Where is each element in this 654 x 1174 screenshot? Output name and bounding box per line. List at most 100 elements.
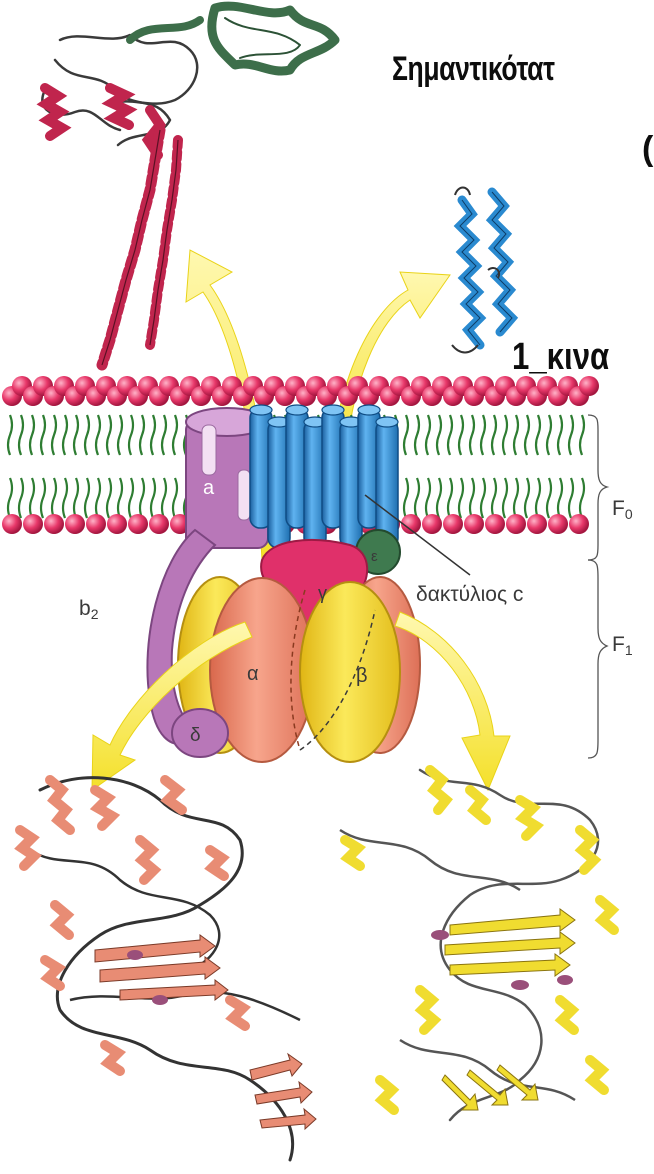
label-gamma: γ (318, 583, 327, 604)
lipid-tail (30, 478, 34, 518)
lipid-tail (525, 415, 529, 455)
label-f0-subscript: 0 (625, 506, 633, 522)
label-c-ring: δακτύλιος c (416, 583, 523, 607)
lipid-tail (107, 478, 111, 518)
c-ring-cylinder-top (322, 405, 344, 415)
lipid-head (86, 514, 106, 534)
lipid-tail (41, 478, 45, 518)
alpha-subunit-ribbon-structure (20, 778, 316, 1160)
label-subunit-a: a (203, 477, 214, 500)
lipid-head (506, 514, 526, 534)
lipid-tail (52, 415, 56, 455)
lipid-tail (481, 478, 485, 518)
lipid-head (107, 514, 127, 534)
lipid-head (485, 514, 505, 534)
label-alpha: α (247, 663, 259, 686)
lipid-tail (481, 415, 485, 455)
label-f0: F0 (612, 497, 633, 522)
lipid-tail (129, 415, 133, 455)
lipid-tail (74, 415, 78, 455)
lipid-tail (63, 415, 67, 455)
lipid-head (149, 514, 169, 534)
lipid-tail (107, 415, 111, 455)
label-f1-subscript: 1 (625, 642, 633, 658)
lipid-tail (74, 478, 78, 518)
lipid-tail (118, 478, 122, 518)
lipid-tail (140, 478, 144, 518)
lipid-tail (96, 478, 100, 518)
lipid-tail (173, 415, 177, 455)
c-ring-cylinder-top (286, 405, 308, 415)
lipid-tail (470, 415, 474, 455)
lipid-tail (162, 478, 166, 518)
f0-brace (588, 415, 607, 560)
lipid-tail (151, 478, 155, 518)
lipid-tail (426, 478, 430, 518)
lipid-head (422, 514, 442, 534)
label-b-subscript: 2 (91, 606, 99, 622)
lipid-tail (96, 415, 100, 455)
lipid-head (569, 514, 589, 534)
lipid-tail (404, 478, 408, 518)
lipid-head (65, 514, 85, 534)
lipid-tail (569, 478, 573, 518)
label-f1: F1 (612, 633, 633, 658)
lipid-tail (503, 415, 507, 455)
lipid-tail (525, 478, 529, 518)
c-ring-cylinder-top (376, 417, 398, 427)
lipid-tail (503, 478, 507, 518)
label-beta: β (356, 665, 368, 688)
gamma-delta-epsilon-ribbon-structure (42, 6, 335, 365)
lipid-tail (41, 415, 45, 455)
lipid-tail (173, 478, 177, 518)
lipid-tail (547, 478, 551, 518)
lipid-tail (162, 415, 166, 455)
lipid-tail (415, 478, 419, 518)
lipid-tail (426, 415, 430, 455)
c-ring-cylinder (376, 420, 398, 548)
label-delta: δ (190, 725, 201, 747)
lipid-tail (580, 415, 584, 455)
lipid-tail (536, 478, 540, 518)
lipid-tail (448, 415, 452, 455)
c-ring (250, 405, 398, 548)
lipid-tail (492, 478, 496, 518)
c-ring-cylinder-top (250, 405, 272, 415)
label-b-letter: b (79, 597, 91, 620)
beta-subunit-ribbon-structure (340, 770, 614, 1120)
lipid-tail (459, 478, 463, 518)
lipid-tail (448, 478, 452, 518)
page-title: Σημαντικότατ (392, 50, 555, 89)
lipid-tail (30, 415, 34, 455)
label-subunit-b2: b2 (79, 597, 98, 622)
lipid-tail (19, 478, 23, 518)
section-heading: 1_κινα (512, 336, 609, 379)
lipid-tail (580, 478, 584, 518)
lipid-tail (129, 478, 133, 518)
lipid-tail (558, 478, 562, 518)
lipid-head (548, 514, 568, 534)
lipid-tail (558, 415, 562, 455)
lipid-head (23, 514, 43, 534)
lipid-head (2, 514, 22, 534)
lipid-tail (514, 415, 518, 455)
lipid-tail (415, 415, 419, 455)
lipid-tail (569, 415, 573, 455)
page-title-continued: ( (642, 130, 653, 169)
c-subunit-ribbon-structure (452, 188, 512, 353)
lipid-tail (63, 478, 67, 518)
lipid-tail (85, 478, 89, 518)
label-f1-letter: F (612, 633, 625, 656)
lipid-tail (19, 415, 23, 455)
lipid-tail (437, 415, 441, 455)
lipid-tail (492, 415, 496, 455)
lipid-head (464, 514, 484, 534)
lipid-head (579, 376, 599, 396)
label-f0-letter: F (612, 497, 625, 520)
lipid-head (44, 514, 64, 534)
f1-brace (588, 560, 607, 758)
lipid-tail (536, 415, 540, 455)
lipid-tail (404, 415, 408, 455)
lipid-tail (459, 415, 463, 455)
